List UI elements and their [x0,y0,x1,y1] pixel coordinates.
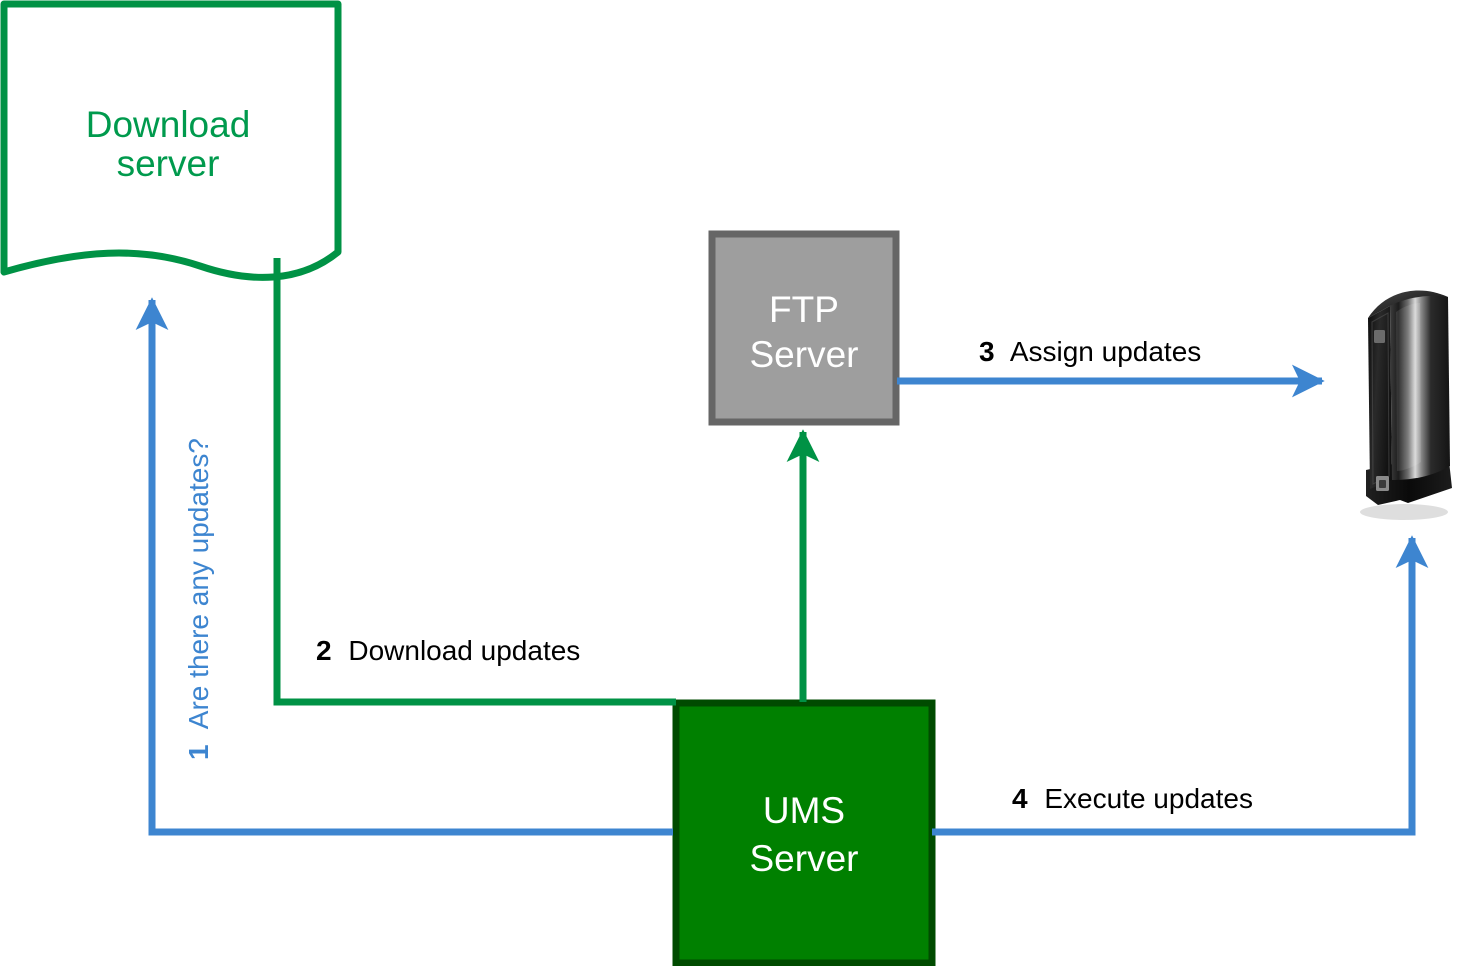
flow-4-number: 4 [1012,783,1028,814]
flow-1-text: Are there any updates? [183,438,214,729]
flow-1-number: 1 [183,744,214,760]
thin-client-gloss [1396,303,1421,471]
flow-1-arrow[interactable] [135,297,673,836]
ums-server-label-line2: Server [750,838,859,879]
download-server-shape [0,0,342,281]
ftp-server-label-line1: FTP [769,289,839,330]
flow-3-number: 3 [979,336,995,367]
flow-1-label-text: 1 Are there any updates? [183,438,214,760]
thin-client-port-top [1374,330,1385,343]
thin-client-bezel [1371,312,1390,485]
flow-4-path [932,535,1429,836]
thin-client-power-led [1379,480,1386,488]
node-ums-server[interactable]: UMS Server [672,699,936,966]
flow-3-text: Assign updates [1010,336,1201,367]
node-download-server[interactable]: Download server [0,0,342,281]
thin-client-shadow [1360,504,1448,520]
ums-server-shape [672,699,936,966]
flow-2-path [273,258,676,706]
flow-1-label: 1 Are there any updates? [183,438,214,760]
thin-client-body [1390,291,1450,480]
flow-3-label-text: 3 Assign updates [979,336,1201,367]
flow-2-label-text: 2 Download updates [316,635,580,666]
flow-2-text: Download updates [348,635,580,666]
node-thin-client[interactable] [1360,290,1452,520]
ftp-server-shape [708,230,900,426]
flow-3-label: 3 Assign updates [979,336,1201,367]
flow-2-number: 2 [316,635,332,666]
thin-client-left-face [1368,306,1392,489]
download-server-label-line2: server [117,143,220,184]
download-server-label-line1: Download [86,104,251,145]
flow-4-label: 4 Execute updates [1012,783,1253,814]
thin-client-top [1368,290,1448,318]
flow-4-text: Execute updates [1044,783,1253,814]
flow-4-label-text: 4 Execute updates [1012,783,1253,814]
ftp-server-label-line2: Server [750,334,859,375]
flow-2-label: 2 Download updates [316,635,580,666]
flow-2-arrow[interactable] [273,258,676,706]
flow-1-path [135,297,673,836]
node-ftp-server[interactable]: FTP Server [708,230,900,426]
ums-server-label-line1: UMS [763,790,845,831]
flow-4-arrow[interactable] [932,535,1429,836]
